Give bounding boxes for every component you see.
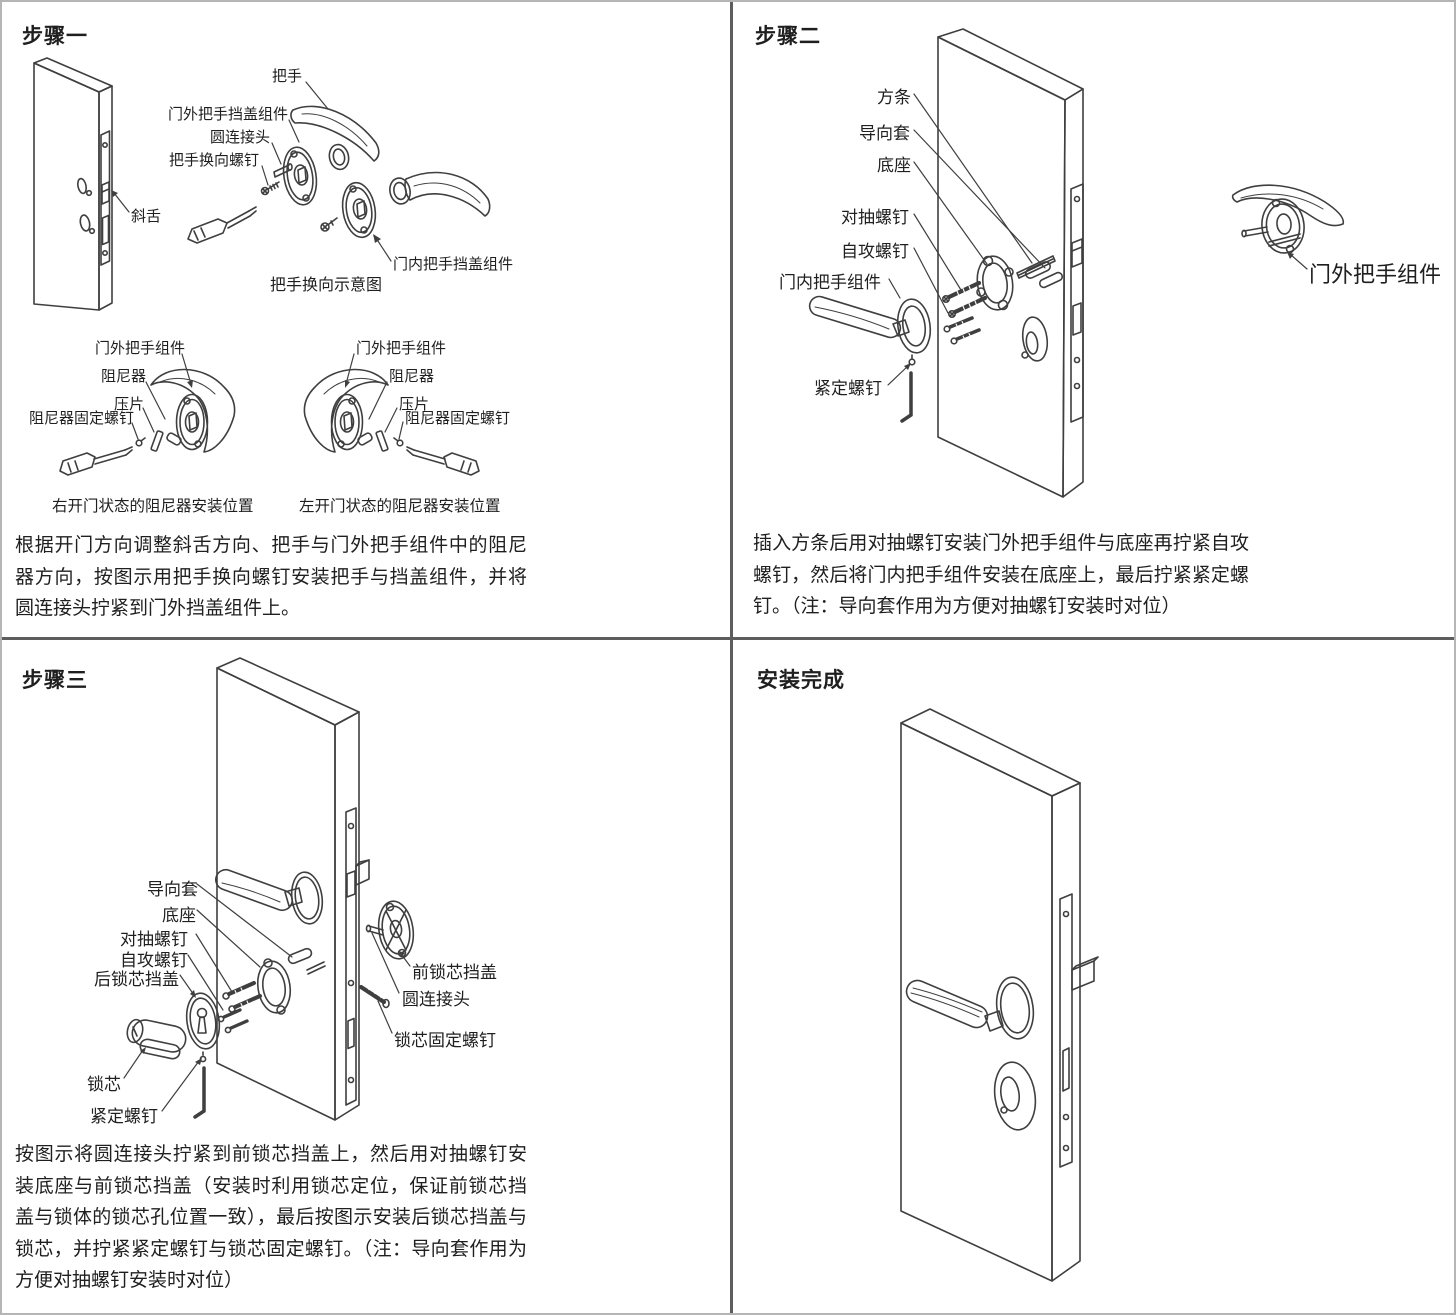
label-tapping-screw: 自攻螺钉 — [841, 242, 909, 261]
label-guide-sleeve: 导向套 — [859, 124, 910, 143]
label-damper-right: 阻尼器 — [389, 368, 435, 385]
door-drawing — [900, 708, 1099, 1282]
front-cylinder-cover-drawing — [358, 900, 415, 1009]
label-square-bar: 方条 — [877, 88, 911, 107]
step2-illustration — [808, 28, 1345, 498]
label-set-screw: 紧定螺钉 — [814, 379, 882, 398]
label-rear-cylinder-cover: 后锁芯挡盖 — [94, 970, 179, 989]
step1-panel: 步骤一 把手 门外把手挡盖组件 圆连接头 把手换向螺钉 斜舌 门内把手挡盖组件 … — [2, 2, 730, 637]
door-drawing — [216, 657, 370, 1121]
label-outside-assembly-left: 门外把手组件 — [95, 340, 186, 357]
step1-illustration — [33, 57, 491, 476]
step3-panel: 步骤三 导向套 底座 对抽螺钉 自攻螺钉 后锁芯挡盖 锁芯 紧定螺钉 前锁芯挡盖… — [2, 640, 730, 1313]
label-front-cylinder-cover: 前锁芯挡盖 — [412, 963, 497, 982]
label-damper-screw-right: 阻尼器固定螺钉 — [405, 410, 511, 427]
damper-diagram-left-open — [303, 368, 480, 476]
caption-handle-reversing: 把手换向示意图 — [270, 277, 383, 294]
step1-title: 步骤一 — [22, 25, 88, 48]
step3-title: 步骤三 — [22, 669, 88, 692]
leader-arrowheads — [111, 190, 381, 388]
leader-arrowheads — [140, 951, 405, 1065]
step2-title: 步骤二 — [755, 25, 821, 48]
label-damper-left: 阻尼器 — [101, 368, 147, 385]
completed-panel: 安装完成 — [733, 640, 1454, 1313]
label-plate-right: 压片 — [399, 396, 430, 413]
completed-illustration — [900, 708, 1099, 1282]
label-plate-left: 压片 — [114, 396, 145, 413]
leader-lines — [123, 883, 411, 1112]
label-guide-sleeve: 导向套 — [147, 880, 198, 899]
handle-reversing-drawing — [187, 105, 491, 244]
label-handle: 把手 — [272, 68, 303, 85]
step2-panel: 步骤二 方条 导向套 底座 对抽螺钉 自攻螺钉 门内把手组件 紧定螺钉 门外把手… — [733, 2, 1454, 637]
door-drawing — [33, 57, 113, 311]
installed-handle-drawing — [215, 868, 324, 925]
label-base: 底座 — [877, 156, 911, 175]
leader-lines — [113, 81, 404, 440]
installed-handle-drawing — [905, 976, 1035, 1040]
cylinder-parts-drawing — [126, 947, 326, 1119]
label-set-screw: 紧定螺钉 — [90, 1107, 158, 1126]
step1-instructions: 根据开门方向调整斜舌方向、把手与门外把手组件中的阻尼器方向，按图示用把手换向螺钉… — [15, 535, 527, 619]
label-tapping-screw: 自攻螺钉 — [120, 951, 188, 970]
label-round-connector: 圆连接头 — [210, 129, 271, 146]
step2-instructions: 插入方条后用对抽螺钉安装门外把手组件与底座再拧紧自攻螺钉，然后将门内把手组件安装… — [753, 533, 1249, 617]
label-inside-cover: 门内把手挡盖组件 — [393, 256, 514, 273]
step3-instructions: 按图示将圆连接头拧紧到前锁芯挡盖上，然后用对抽螺钉安装底座与前锁芯挡盖（安装时利… — [15, 1144, 527, 1291]
outside-handle-drawing — [1231, 184, 1345, 254]
label-outside-handle: 门外把手组件 — [1309, 262, 1442, 287]
label-through-screw: 对抽螺钉 — [120, 930, 188, 949]
completed-title: 安装完成 — [757, 669, 845, 692]
inside-handle-drawing — [808, 295, 932, 423]
label-latch: 斜舌 — [131, 208, 162, 225]
label-outside-assembly-right: 门外把手组件 — [356, 340, 447, 357]
label-through-screw: 对抽螺钉 — [841, 208, 909, 227]
label-base: 底座 — [162, 906, 196, 925]
label-inside-handle: 门内把手组件 — [779, 273, 881, 292]
label-cylinder: 锁芯 — [87, 1075, 121, 1094]
label-outside-cover: 门外把手挡盖组件 — [168, 106, 289, 123]
step3-illustration — [123, 657, 415, 1121]
door-drawing — [937, 28, 1084, 498]
vertical-divider — [730, 2, 733, 1313]
thumbturn-drawing — [993, 1061, 1037, 1131]
caption-left-open: 左开门状态的阻尼器安装位置 — [299, 498, 501, 515]
label-cylinder-fixing-screw: 锁芯固定螺钉 — [394, 1031, 496, 1050]
caption-right-open: 右开门状态的阻尼器安装位置 — [52, 498, 254, 515]
leader-lines — [887, 93, 1308, 386]
label-reversing-screw: 把手换向螺钉 — [169, 152, 260, 169]
leader-arrowheads — [904, 252, 1294, 370]
damper-diagram-right-open — [59, 368, 236, 476]
horizontal-divider — [2, 637, 1454, 640]
label-damper-screw-left: 阻尼器固定螺钉 — [29, 410, 135, 427]
label-round-connector: 圆连接头 — [402, 990, 470, 1009]
base-and-fasteners-drawing — [942, 255, 1064, 345]
